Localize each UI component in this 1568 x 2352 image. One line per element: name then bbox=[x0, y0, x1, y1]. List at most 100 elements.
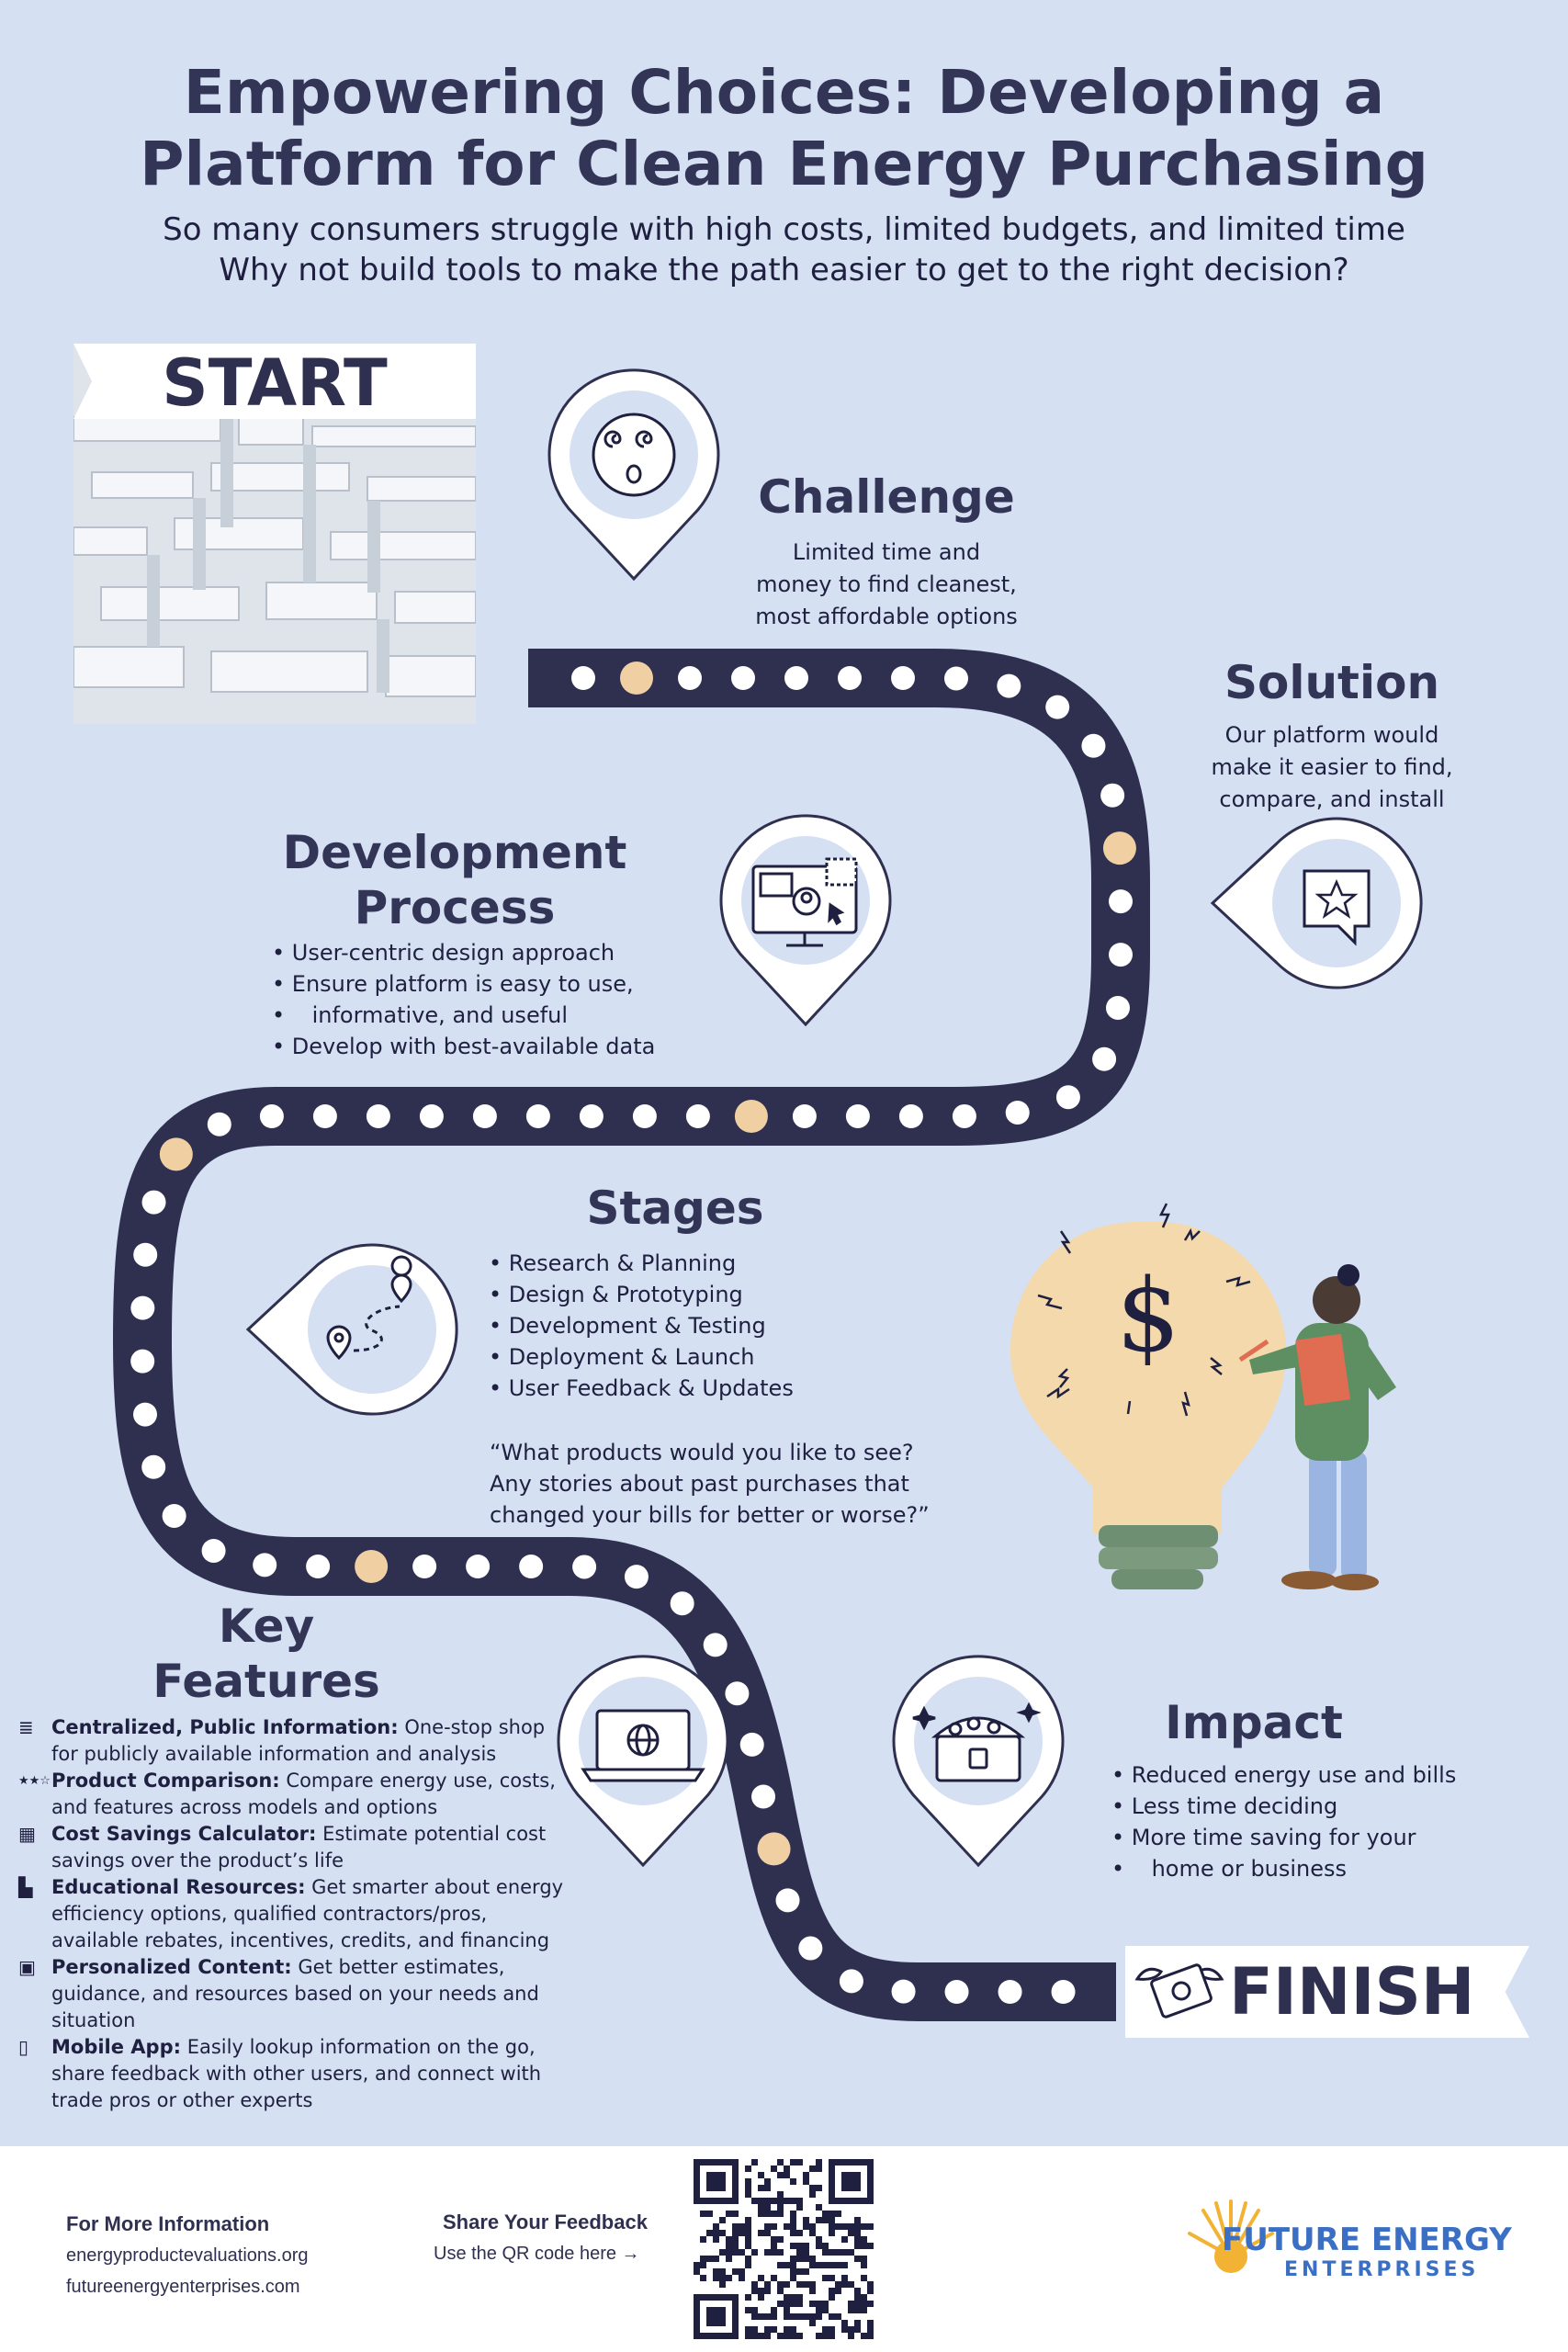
qr-module bbox=[803, 2178, 809, 2185]
qr-module bbox=[809, 2230, 816, 2236]
qr-module bbox=[829, 2294, 835, 2301]
qr-module bbox=[816, 2236, 822, 2243]
qr-module bbox=[816, 2159, 822, 2165]
qr-module bbox=[758, 2204, 764, 2211]
qr-module bbox=[796, 2230, 803, 2236]
link-futureenergyenterprises[interactable]: futureenergyenterprises.com bbox=[66, 2277, 300, 2297]
title-line-2: Platform for Clean Energy Purchasing bbox=[140, 129, 1428, 199]
three-stars-icon: ★★☆ bbox=[18, 1774, 51, 1788]
stage-bullet: User Feedback & Updates bbox=[489, 1373, 930, 1404]
qr-module bbox=[764, 2333, 771, 2339]
path-dot bbox=[784, 666, 808, 690]
qr-module bbox=[829, 2275, 835, 2281]
feature-description: Compare energy use, costs, and features … bbox=[51, 1770, 556, 1818]
qr-module bbox=[700, 2256, 706, 2262]
qr-module bbox=[796, 2198, 803, 2204]
qr-module bbox=[771, 2275, 777, 2281]
qr-module bbox=[745, 2230, 751, 2236]
qr-module bbox=[771, 2198, 777, 2204]
qr-module bbox=[835, 2313, 841, 2320]
qr-module bbox=[790, 2230, 796, 2236]
qr-module bbox=[796, 2268, 803, 2275]
path-dot bbox=[207, 1112, 231, 1136]
path-dot bbox=[1105, 995, 1130, 1020]
qr-module bbox=[848, 2333, 854, 2339]
qr-module bbox=[706, 2211, 713, 2217]
qr-module bbox=[809, 2165, 816, 2172]
qr-module bbox=[796, 2281, 803, 2288]
path-dot bbox=[703, 1633, 728, 1657]
qr-module bbox=[822, 2326, 829, 2333]
path-dot bbox=[201, 1538, 226, 1563]
development-bullet: User-centric design approach bbox=[272, 937, 713, 968]
challenge-line: most affordable options bbox=[755, 604, 1018, 629]
treasure-chest-icon bbox=[912, 1702, 1042, 1782]
qr-module bbox=[751, 2281, 758, 2288]
feature-item: ▙ Educational Resources: Get smarter abo… bbox=[18, 1874, 570, 1954]
development-title-line: Development bbox=[282, 826, 627, 879]
qr-module bbox=[777, 2249, 784, 2256]
qr-module bbox=[841, 2326, 848, 2333]
feature-name: Personalized Content: bbox=[51, 1956, 292, 1978]
link-energyproductevaluations[interactable]: energyproductevaluations.org bbox=[66, 2245, 309, 2266]
qr-module bbox=[835, 2281, 841, 2288]
qr-code-icon[interactable] bbox=[694, 2159, 874, 2339]
qr-module bbox=[700, 2262, 706, 2268]
qr-module bbox=[796, 2159, 803, 2165]
path-dot bbox=[519, 1555, 544, 1578]
qr-module bbox=[751, 2249, 758, 2256]
qr-module bbox=[822, 2275, 829, 2281]
smartphone-icon: ▯ bbox=[18, 2036, 29, 2058]
qr-module bbox=[829, 2230, 835, 2236]
path-dot bbox=[133, 1402, 158, 1427]
quote-line: “What products would you like to see? bbox=[490, 1440, 914, 1465]
qr-module bbox=[861, 2262, 867, 2268]
qr-module bbox=[854, 2307, 861, 2313]
qr-module bbox=[784, 2326, 790, 2333]
qr-module bbox=[719, 2281, 726, 2288]
path-milestone-dot bbox=[355, 1550, 389, 1583]
qr-module bbox=[739, 2230, 745, 2236]
path-dot bbox=[579, 1104, 604, 1128]
feature-item: ▣ Personalized Content: Get better estim… bbox=[18, 1954, 570, 2034]
qr-module bbox=[777, 2211, 784, 2217]
title-line-1: Empowering Choices: Developing a bbox=[183, 57, 1385, 128]
quote-line: changed your bills for better or worse?” bbox=[490, 1502, 930, 1528]
path-dot bbox=[1045, 695, 1070, 719]
development-bullets: User-centric design approach Ensure plat… bbox=[272, 937, 713, 1062]
qr-module bbox=[816, 2185, 822, 2191]
database-icon: ≣ bbox=[18, 1716, 34, 1738]
path-dot bbox=[845, 1104, 870, 1128]
qr-module bbox=[784, 2333, 790, 2339]
solution-text: Our platform would make it easier to fin… bbox=[1185, 719, 1479, 816]
qr-module bbox=[784, 2198, 790, 2204]
qr-module bbox=[771, 2223, 777, 2230]
qr-module bbox=[751, 2333, 758, 2339]
impact-bullet-text: home or business bbox=[1151, 1856, 1348, 1882]
qr-module bbox=[790, 2211, 796, 2217]
qr-module bbox=[835, 2288, 841, 2294]
qr-module bbox=[848, 2301, 854, 2307]
qr-module bbox=[822, 2301, 829, 2307]
qr-module bbox=[822, 2211, 829, 2217]
path-milestone-dot bbox=[159, 1137, 193, 1171]
qr-module bbox=[694, 2268, 700, 2275]
qr-module bbox=[861, 2333, 867, 2339]
qr-module bbox=[726, 2243, 732, 2249]
route-map-icon bbox=[326, 1255, 412, 1361]
qr-module bbox=[835, 2262, 841, 2268]
qr-module bbox=[790, 2178, 796, 2185]
qr-module bbox=[745, 2223, 751, 2230]
qr-module bbox=[829, 2211, 835, 2217]
qr-module bbox=[848, 2281, 854, 2288]
solution-pin bbox=[1210, 817, 1423, 989]
path-dot bbox=[1109, 943, 1133, 967]
path-dot bbox=[1051, 1980, 1076, 2004]
qr-module bbox=[739, 2249, 745, 2256]
qr-module bbox=[758, 2294, 764, 2301]
qr-module bbox=[803, 2281, 809, 2288]
stages-quote: “What products would you like to see? An… bbox=[490, 1437, 1004, 1531]
key-features-list: ≣ Centralized, Public Information: One-s… bbox=[18, 1714, 570, 2114]
path-dot bbox=[572, 1555, 597, 1579]
profile-card-icon: ▣ bbox=[18, 1956, 36, 1978]
